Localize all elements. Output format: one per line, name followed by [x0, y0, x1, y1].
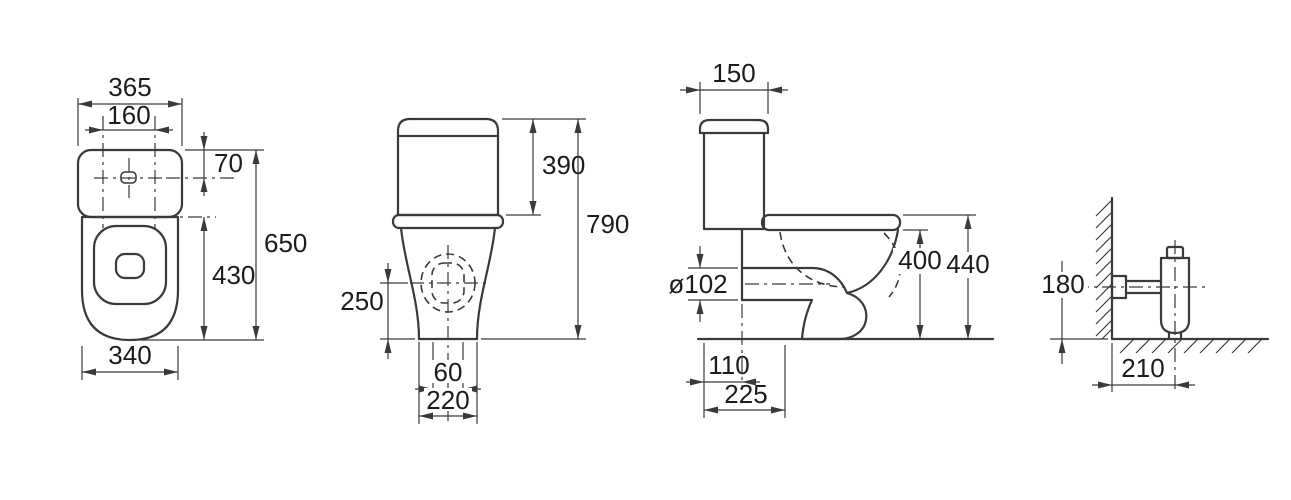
front-outline	[391, 117, 505, 425]
view-plan: 365 160 70 430 650 340	[76, 72, 307, 380]
front-seat	[391, 213, 505, 230]
plan-seat-opening	[92, 224, 168, 306]
plan-outline	[76, 116, 184, 342]
plan-dimensions: 365 160 70 430 650 340	[77, 72, 307, 380]
dim-detail-supply-height: 180	[1041, 269, 1084, 299]
side-cistern-body	[702, 131, 766, 231]
dim-plan-overall-depth: 650	[264, 228, 307, 258]
view-side-profile: 150 ø102 400 440 110	[668, 58, 995, 418]
plan-bowl-outline	[80, 215, 180, 342]
dim-front-cistern-height: 390	[542, 150, 585, 180]
dim-plan-inlet-offset: 70	[214, 148, 243, 178]
dim-plan-hole-spacing: 160	[107, 100, 150, 130]
dim-side-outlet-setout: 110	[708, 350, 749, 380]
detail-wall-hatch	[1095, 199, 1113, 340]
dim-front-overall-height: 790	[586, 209, 629, 239]
dim-plan-holes-to-front: 430	[212, 260, 255, 290]
dim-plan-overall-width: 365	[108, 72, 151, 102]
dim-front-outlet-width: 60	[434, 357, 463, 387]
dim-side-cistern-depth: 150	[712, 58, 755, 88]
side-foot	[838, 291, 868, 341]
dim-side-fixing-setout: 225	[724, 379, 767, 409]
side-lid-swing-hidden	[883, 232, 901, 298]
side-bowl-front	[845, 228, 900, 295]
dim-front-base-width: 220	[426, 385, 469, 415]
dim-plan-bowl-width: 340	[108, 340, 151, 370]
view-front-elevation: 390 790 250 60 220	[340, 117, 629, 425]
detail-floor-hatch	[1119, 338, 1263, 354]
dim-front-trap-height: 250	[340, 286, 383, 316]
detail-wall-flange	[1110, 274, 1128, 300]
dim-side-seat-height: 440	[946, 249, 989, 279]
side-dimensions: 150 ø102 400 440 110	[668, 58, 995, 418]
dim-detail-supply-setout: 210	[1121, 353, 1164, 383]
front-cistern	[396, 117, 500, 217]
front-dimensions: 390 790 250 60 220	[340, 118, 629, 424]
view-connection-detail: 180 210	[1038, 196, 1270, 392]
side-cistern-lid	[698, 118, 770, 135]
side-bowl-hidden	[779, 231, 846, 288]
detail-outline	[1048, 196, 1270, 392]
plan-drain	[114, 252, 146, 280]
detail-dimensions: 180 210	[1038, 261, 1195, 392]
dim-side-outlet-diameter: ø102	[668, 269, 727, 299]
side-outline	[696, 118, 995, 341]
dim-side-rim-height: 400	[898, 245, 941, 275]
side-seat	[760, 213, 902, 232]
